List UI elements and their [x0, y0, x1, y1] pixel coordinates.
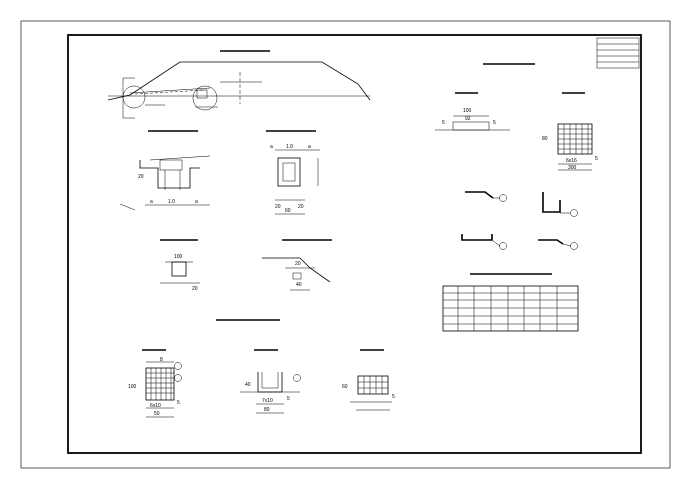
mesh-grid [558, 124, 592, 154]
dim-a: a [270, 144, 273, 150]
dim-left-label: 20 [138, 174, 144, 180]
dim-5: 5 [177, 400, 180, 406]
dim-92: 92 [465, 116, 471, 122]
bottom-mesh-panel-3: 60 5 [342, 349, 395, 411]
sheet-outer-border [20, 20, 671, 469]
dim-5: 5 [287, 396, 290, 402]
small-section-3: 100 20 [160, 239, 200, 292]
embankment-section [107, 50, 371, 119]
drain-detail-1: a 1.0 a 20 [119, 130, 211, 211]
dim-300: 300 [568, 165, 577, 171]
callout-circle [499, 194, 507, 202]
dim-5: 5 [595, 156, 598, 162]
quantity-table [442, 273, 579, 332]
small-section-4: 20 40 [262, 239, 332, 291]
dim-60: 60 [285, 208, 291, 214]
dim-100: 100 [463, 108, 472, 114]
dim-50: 50 [154, 411, 160, 417]
bottom-mesh-panel-1: 8 6x10 50 5 100 [128, 349, 182, 418]
dim-5-right: 5 [493, 120, 496, 126]
detail-marker-right [192, 85, 218, 111]
bar-shape-4 [538, 239, 578, 250]
dim-100: 100 [174, 254, 183, 260]
dim-80: 80 [264, 407, 270, 413]
drain-detail-2: a 1.0 a 20 20 60 [266, 130, 320, 215]
dim-1-0: 1.0 [168, 199, 175, 205]
callout-circle [174, 362, 182, 370]
detail-marker-left [122, 85, 146, 109]
bar-shape-3 [461, 234, 507, 250]
callout-circle [570, 242, 578, 250]
bar-shape-1 [465, 191, 507, 202]
dim-side: 20 [192, 286, 198, 292]
bar-shape-2 [542, 192, 578, 217]
dim-7x10: 7x10 [262, 398, 273, 404]
drawing-frame [67, 34, 642, 454]
dim-8: 8 [160, 357, 163, 363]
dim-side-60: 60 [342, 384, 348, 390]
dim-5-left: 5 [442, 120, 445, 126]
dim-5: 5 [392, 394, 395, 400]
dim-1-0: 1.0 [286, 144, 293, 150]
dim-20: 20 [295, 261, 301, 267]
callout-circle [499, 242, 507, 250]
dim-20-left: 20 [275, 204, 281, 210]
callout-circle [293, 374, 301, 382]
dim-40: 40 [296, 282, 302, 288]
right-section-group: 100 92 5 5 6x16 300 5 80 [435, 63, 598, 171]
dim-side-40: 40 [245, 382, 251, 388]
dim-20-right: 20 [298, 204, 304, 210]
dim-a-right: a [195, 199, 198, 205]
dim-6x16: 6x16 [566, 158, 577, 164]
dim-a-right: a [308, 144, 311, 150]
callout-circle [570, 209, 578, 217]
dim-side-80: 80 [542, 136, 548, 142]
callout-circle [174, 374, 182, 382]
dim-a: a [150, 199, 153, 205]
bottom-channel-2: 7x10 80 40 5 [240, 349, 301, 414]
dim-side-100: 100 [128, 384, 137, 390]
dim-6x10: 6x10 [150, 403, 161, 409]
title-block [596, 37, 640, 69]
